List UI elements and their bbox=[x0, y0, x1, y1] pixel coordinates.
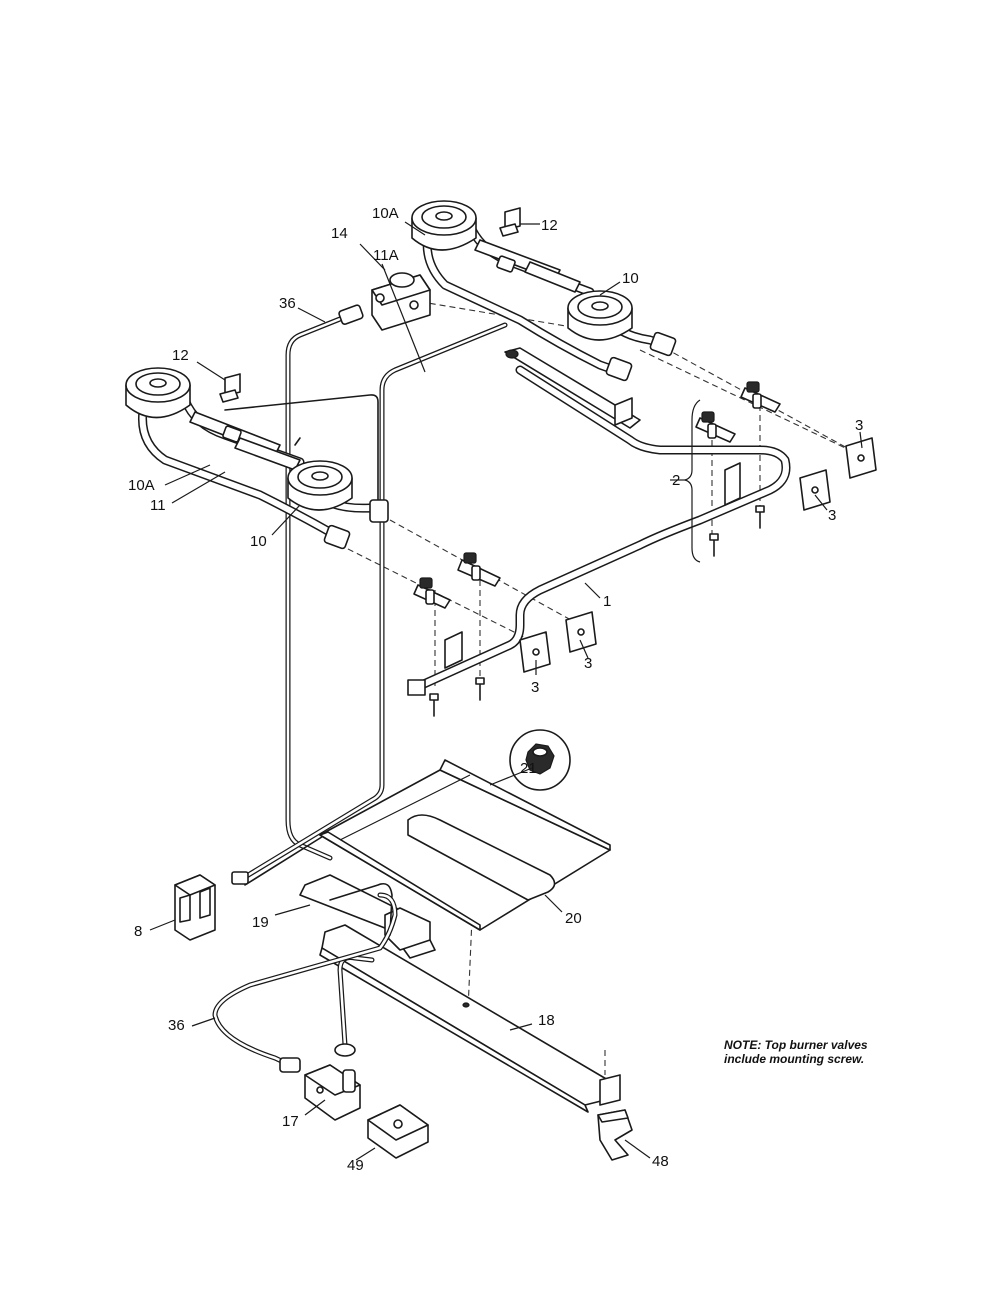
screws bbox=[429, 505, 765, 717]
burner-head-10A-back bbox=[411, 200, 477, 251]
burner-assembly-front-left bbox=[138, 395, 389, 550]
callout-1: 1 bbox=[603, 593, 611, 610]
grate-holder-12-back bbox=[499, 207, 521, 237]
valve-4 bbox=[740, 381, 781, 413]
callout-11A: 11A bbox=[373, 247, 399, 264]
callout-14: 14 bbox=[331, 225, 348, 242]
callout-36-upper: 36 bbox=[279, 295, 296, 312]
plates-3 bbox=[519, 437, 877, 673]
bracket-48 bbox=[597, 1109, 633, 1161]
callout-10A-front: 10A bbox=[128, 477, 155, 494]
callout-36-lower: 36 bbox=[168, 1017, 185, 1034]
valve-1 bbox=[413, 577, 451, 609]
callout-3-a: 3 bbox=[531, 679, 539, 696]
leader-lines bbox=[149, 221, 863, 1161]
burner-head-10A-front bbox=[125, 367, 191, 419]
burner-head-10-back bbox=[567, 290, 633, 341]
regulator-14 bbox=[371, 272, 431, 331]
callout-3-d: 3 bbox=[855, 417, 863, 434]
callout-10-back: 10 bbox=[622, 270, 639, 287]
tube-36-lower bbox=[212, 892, 398, 1073]
callout-19: 19 bbox=[252, 914, 269, 931]
plate-3-b bbox=[565, 611, 597, 653]
callout-48: 48 bbox=[652, 1153, 669, 1170]
tube-36-upper bbox=[285, 304, 364, 861]
callout-12-back: 12 bbox=[541, 217, 558, 234]
callout-10-front: 10 bbox=[250, 533, 267, 550]
callout-49: 49 bbox=[347, 1157, 364, 1174]
callout-12-front: 12 bbox=[172, 347, 189, 364]
callout-10A-back: 10A bbox=[372, 205, 399, 222]
callout-11: 11 bbox=[150, 497, 166, 514]
broiler-shield-20 bbox=[319, 759, 611, 931]
callout-18: 18 bbox=[538, 1012, 555, 1029]
spark-module-8 bbox=[174, 874, 216, 941]
note-text: NOTE: Top burner valves include mounting… bbox=[724, 1038, 924, 1066]
burner-valves-2 bbox=[413, 381, 781, 609]
callout-2: 2 bbox=[672, 472, 680, 489]
grate-holder-12-front bbox=[219, 373, 241, 403]
callout-labels: 1 2 3 3 3 3 8 10 10 10A 10A 11 11A 12 12… bbox=[128, 205, 863, 1174]
safety-valve-17 bbox=[304, 1064, 361, 1121]
burner-head-10-front bbox=[287, 460, 353, 511]
callout-8: 8 bbox=[134, 923, 142, 940]
bracket-49 bbox=[367, 1104, 429, 1159]
plate-3-a bbox=[519, 631, 551, 673]
note-line-1: NOTE: Top burner valves bbox=[724, 1038, 868, 1052]
burner-assembly-back-right bbox=[422, 220, 677, 382]
valve-2 bbox=[457, 552, 501, 587]
callout-3-b: 3 bbox=[584, 655, 592, 672]
note-line-2: include mounting screw. bbox=[724, 1052, 865, 1066]
callout-3-c: 3 bbox=[828, 507, 836, 524]
oven-burner-18 bbox=[319, 924, 621, 1113]
plate-3-d bbox=[845, 437, 877, 479]
callout-20: 20 bbox=[565, 910, 582, 927]
tube-11A bbox=[224, 322, 508, 886]
valve-3 bbox=[695, 411, 736, 443]
callout-17: 17 bbox=[282, 1113, 299, 1130]
plate-3-c bbox=[799, 469, 831, 511]
manifold-1 bbox=[407, 347, 791, 696]
callout-21: 21 bbox=[520, 760, 537, 777]
